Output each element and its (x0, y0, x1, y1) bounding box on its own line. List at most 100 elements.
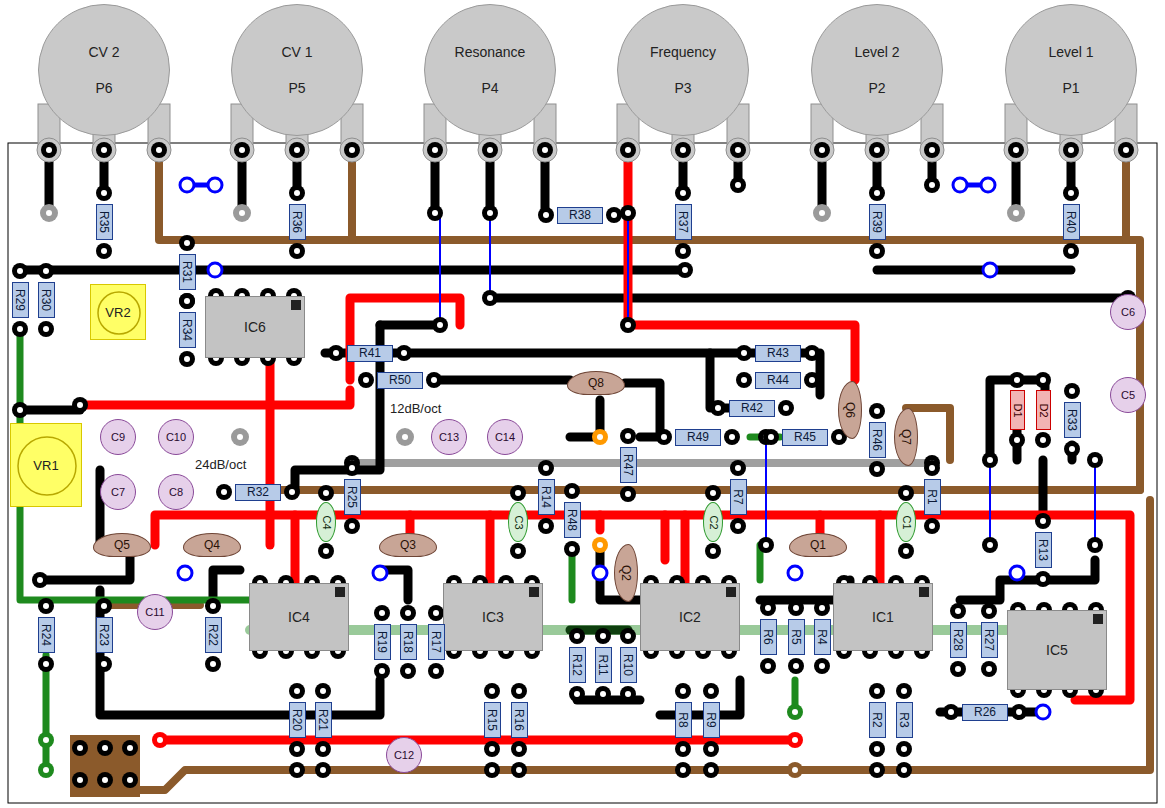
resistor-symbol: R37 (675, 204, 692, 240)
part-label: R23 (98, 624, 110, 646)
solder-pad (208, 178, 222, 192)
part-label: IC5 (1046, 643, 1068, 657)
part-label: R44 (767, 374, 789, 386)
solder-pad (814, 142, 830, 158)
solder-pad (1063, 185, 1079, 201)
capacitor-symbol: C6 (1110, 294, 1146, 330)
capacitor-symbol: C12 (386, 737, 422, 773)
solder-pad (180, 178, 194, 192)
trimmer-outline (18, 437, 76, 495)
trimmer-symbol: VR2 (90, 284, 146, 340)
ic-chip: IC2 (640, 583, 740, 651)
connector-block (70, 735, 140, 797)
solder-pad (510, 485, 526, 501)
solder-pad (569, 686, 585, 702)
copper-trace (710, 353, 729, 408)
solder-pad (284, 484, 300, 500)
part-label: R40 (1065, 211, 1077, 233)
solder-pad (896, 683, 912, 699)
part-label: R29 (14, 289, 26, 311)
solder-pad (595, 628, 611, 644)
solder-pad (778, 400, 794, 416)
copper-trace (20, 406, 80, 415)
solder-pad (289, 142, 305, 158)
solder-pad (315, 741, 331, 757)
resistor-symbol: R25 (344, 479, 361, 515)
part-label: R31 (181, 261, 193, 283)
solder-pad (1087, 537, 1103, 553)
solder-pad (869, 185, 885, 201)
solder-pad (981, 178, 995, 192)
part-label: Q1 (810, 539, 826, 551)
wire-link (489, 213, 491, 298)
resistor-symbol: R13 (1035, 532, 1052, 568)
copper-trace (80, 500, 1150, 790)
solder-pad (328, 345, 344, 361)
part-label: R35 (98, 211, 110, 233)
solder-pad (675, 185, 691, 201)
solder-pad (179, 293, 195, 309)
part-label: Q2 (620, 565, 632, 581)
pot-lug (533, 138, 557, 162)
part-label: P1 (1062, 81, 1079, 95)
part-label: R30 (40, 289, 52, 311)
resistor-symbol: R46 (869, 422, 886, 458)
part-label: CV 2 (88, 45, 119, 59)
resistor-symbol: R1 (924, 479, 941, 515)
part-label: R5 (790, 629, 802, 644)
potentiometer: Level 2P2 (811, 4, 943, 136)
solder-pad (511, 683, 527, 699)
solder-pad (12, 321, 28, 337)
solder-pad (564, 483, 580, 499)
solder-pad (72, 740, 88, 756)
solder-pad (981, 603, 997, 619)
solder-pad (12, 263, 28, 279)
solder-pad (40, 204, 58, 222)
part-label: R8 (677, 712, 689, 727)
solder-pad (950, 661, 966, 677)
part-label: R38 (569, 209, 591, 221)
solder-pad (1011, 704, 1027, 720)
solder-pad (400, 663, 416, 679)
part-label: R6 (762, 629, 774, 644)
solder-pad (510, 543, 526, 559)
solder-pad (1035, 372, 1051, 388)
solder-pad (950, 603, 966, 619)
solder-pad (736, 372, 752, 388)
pot-lug (340, 138, 364, 162)
solder-pad (675, 243, 691, 259)
solder-pad (396, 345, 412, 361)
part-label: R32 (247, 486, 269, 498)
capacitor-symbol: C14 (487, 419, 523, 455)
solder-pad (289, 762, 305, 778)
resistor-symbol: R30 (38, 282, 55, 318)
pot-lug (726, 138, 750, 162)
solder-pad (38, 598, 54, 614)
solder-pad (373, 566, 387, 580)
solder-pad (38, 732, 54, 748)
solder-pad (482, 142, 498, 158)
part-label: R10 (622, 654, 634, 676)
solder-pad (924, 177, 940, 193)
solder-pad (344, 142, 360, 158)
solder-pad (730, 518, 746, 534)
solder-pad (537, 142, 553, 158)
part-label: Q8 (588, 377, 604, 389)
part-label: Q6 (844, 402, 856, 418)
part-label: D1 (1012, 403, 1023, 417)
ic-chip: IC6 (205, 296, 305, 358)
solder-pad (703, 762, 719, 778)
part-label: R48 (566, 509, 578, 531)
solder-pad (233, 204, 251, 222)
solder-pad (898, 485, 914, 501)
solder-pad (620, 628, 636, 644)
part-label: R4 (816, 629, 828, 644)
solder-pad (804, 345, 820, 361)
solder-pad (1010, 566, 1024, 580)
solder-pad (620, 317, 636, 333)
part-label: P3 (674, 81, 691, 95)
copper-trace (348, 150, 356, 240)
part-label: Frequency (650, 45, 716, 59)
resistor-symbol: R26 (962, 704, 1008, 721)
solder-pad (724, 429, 740, 445)
